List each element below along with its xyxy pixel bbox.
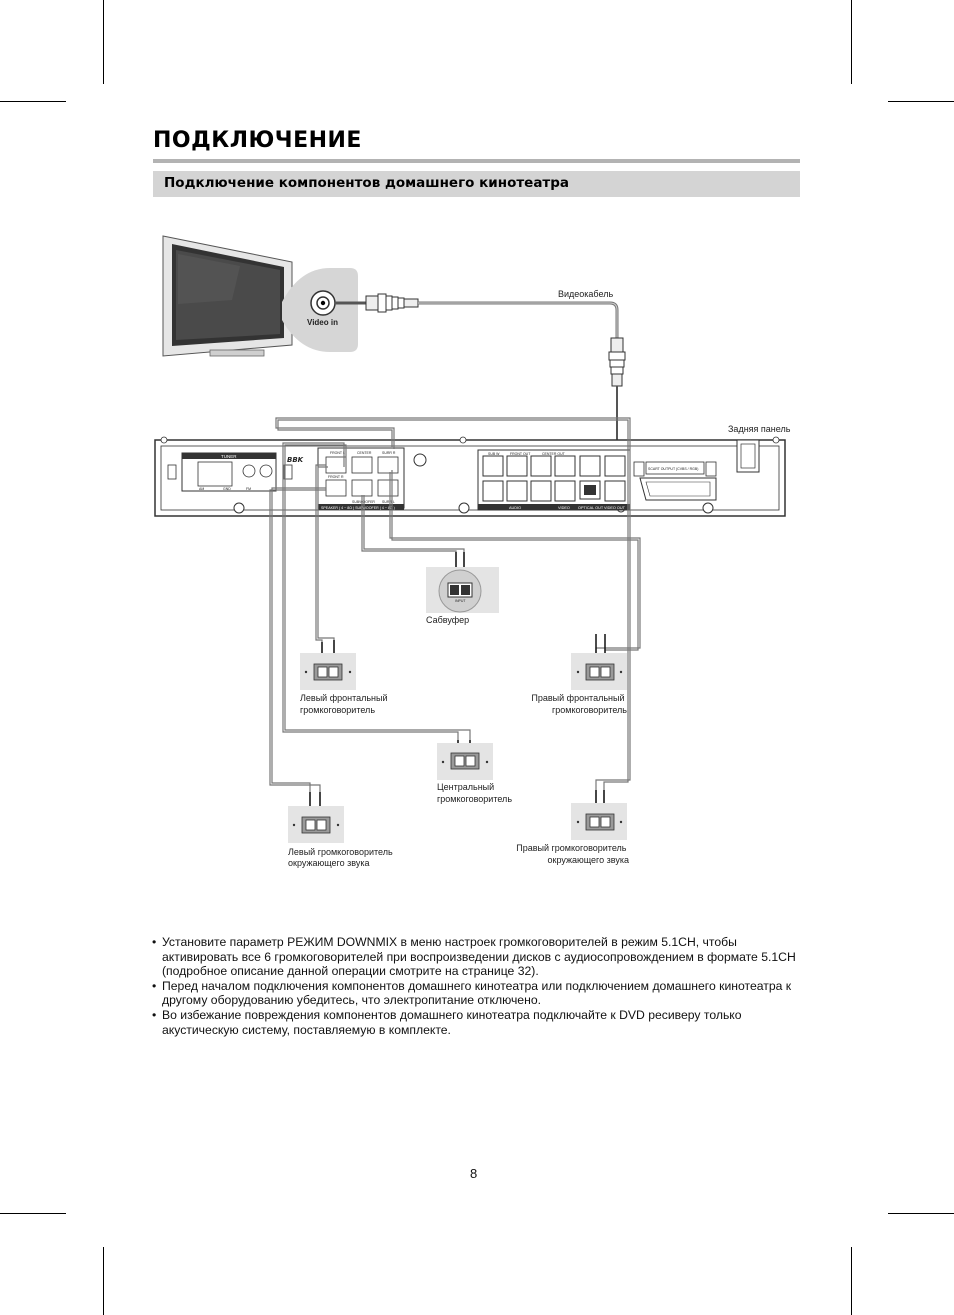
note-item: Во избежание повреждения компонентов дом… (150, 1008, 810, 1037)
title-rule (153, 159, 800, 163)
front-left-label: Левый фронтальный громкоговоритель (300, 693, 390, 715)
optical-strip: OPTICAL OUT (578, 506, 604, 510)
video-cable-label: Видеокабель (558, 289, 613, 299)
note-item: Перед началом подключения компонентов до… (150, 979, 810, 1008)
rear-panel-label: Задняя панель (728, 424, 791, 434)
audio-strip: AUDIO (509, 506, 521, 510)
tuner-band: FM (246, 487, 251, 491)
front-left-terminal (300, 653, 356, 690)
tv-icon (162, 235, 293, 357)
front-right-label: Правый фронтальный громкоговоритель (531, 693, 627, 715)
note-item: Установите параметр РЕЖИМ DOWNMIX в меню… (150, 935, 810, 979)
crop-mark (851, 1247, 852, 1315)
page-title: ПОДКЛЮЧЕНИЕ (153, 128, 362, 153)
video-cable (335, 293, 626, 455)
terminal-label: SURR L (382, 500, 395, 504)
crop-mark (851, 0, 852, 84)
crop-mark (103, 0, 104, 84)
tuner-band: AM (199, 487, 204, 491)
tuner-label: TUNER (221, 454, 237, 459)
jack-label: FRONT OUT (510, 452, 531, 456)
speaker-strip: SPEAKER ( 4 ~ 8Ω ) SUBWOOFER ( 4 ~ 8Ω ) (321, 506, 395, 510)
scart-label: SCART OUTPUT (CVBS / RGB) (648, 467, 698, 471)
crop-mark (888, 1213, 954, 1214)
rear-panel: TUNER AM GND FM BBK FRONT L CENTER SURR … (154, 436, 786, 517)
terminal-label: FRONT L (330, 451, 345, 455)
page-number: 8 (470, 1166, 478, 1181)
video-in-jack: Video in (282, 268, 358, 352)
tuner-band: GND (223, 487, 231, 491)
surround-left-label: Левый громкоговоритель окружающего звука (288, 847, 395, 868)
sub-input-label: INPUT (455, 599, 466, 603)
jack-label: CENTER OUT (542, 452, 566, 456)
terminal-label: SURR R (382, 451, 396, 455)
surround-right-terminal (571, 803, 627, 840)
crop-mark (0, 1213, 66, 1214)
video-out-strip: VIDEO OUT (604, 506, 626, 510)
video-strip: VIDEO (558, 506, 570, 510)
terminal-label: CENTER (357, 451, 372, 455)
video-in-label: Video in (307, 318, 338, 327)
brand-logo: BBK (287, 456, 304, 464)
notes-list: Установите параметр РЕЖИМ DOWNMIX в меню… (150, 935, 810, 1037)
surround-left-terminal (288, 806, 344, 843)
crop-mark (103, 1247, 104, 1315)
section-header: Подключение компонентов домашнего киноте… (153, 171, 800, 197)
subwoofer-terminal: INPUT (426, 567, 499, 613)
crop-mark (0, 101, 66, 102)
center-terminal (437, 743, 493, 780)
center-label: Центральный громкоговоритель (437, 782, 512, 804)
section-title: Подключение компонентов домашнего киноте… (164, 175, 570, 191)
front-right-terminal (571, 653, 627, 690)
subwoofer-label: Сабвуфер (426, 615, 469, 625)
terminal-label: FRONT R (328, 475, 344, 479)
surround-right-label: Правый громкоговоритель окружающего звук… (516, 843, 629, 865)
crop-mark (888, 101, 954, 102)
jack-label: SUB W (488, 452, 500, 456)
